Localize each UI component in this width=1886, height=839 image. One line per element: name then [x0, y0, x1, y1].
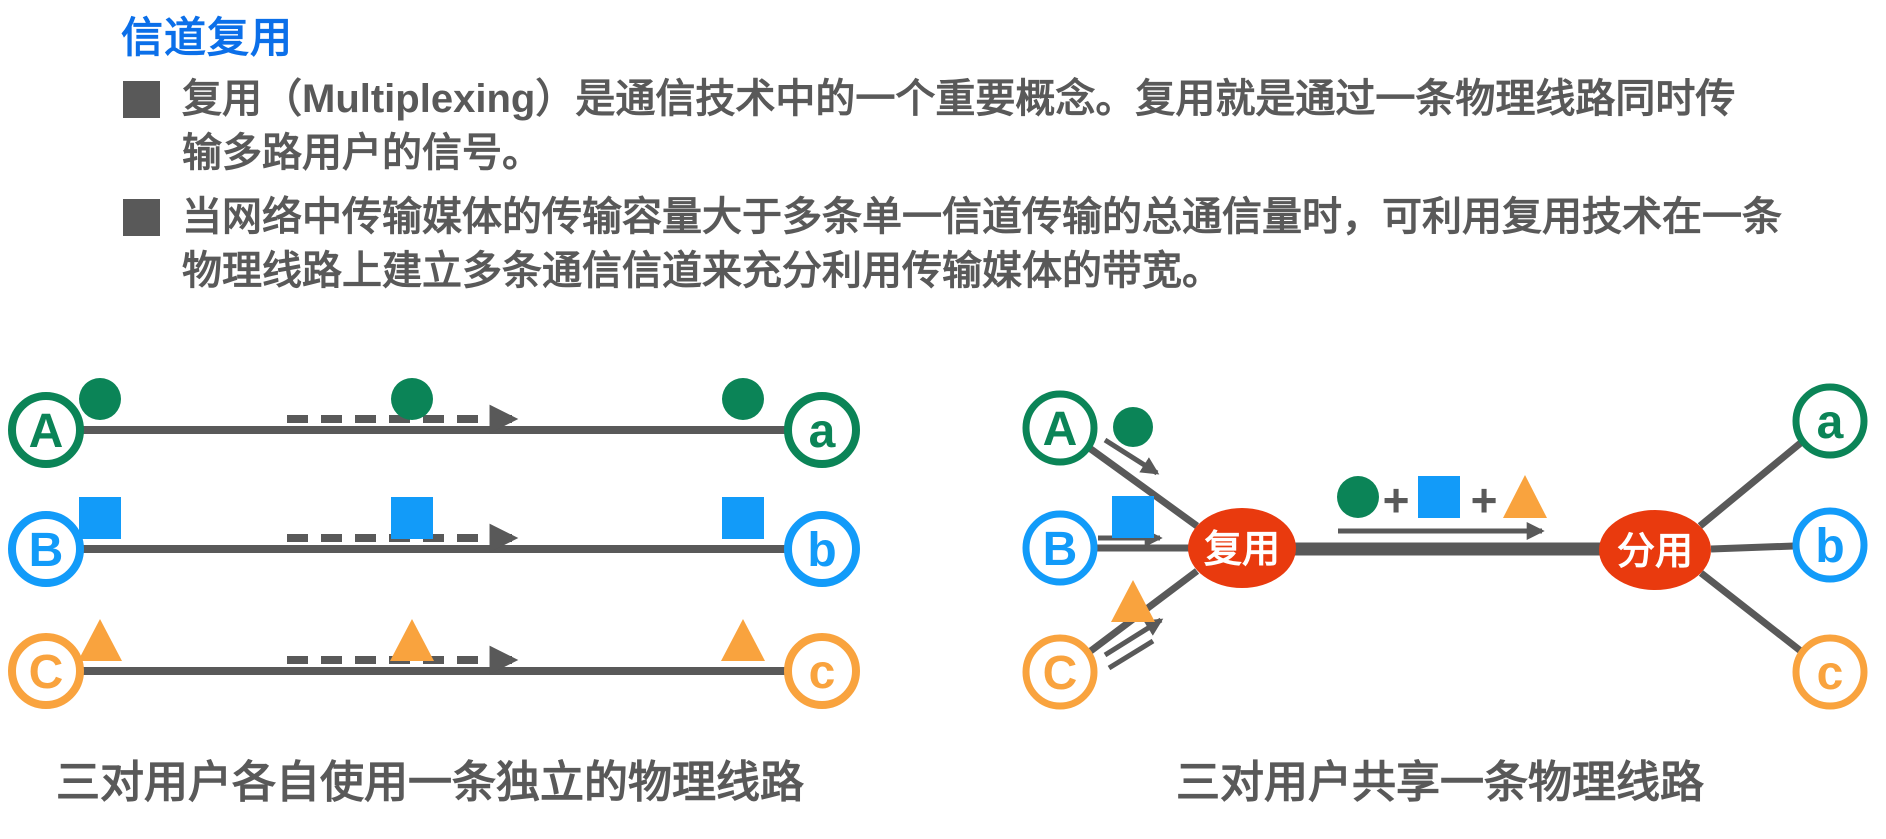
bullet-item: 复用（Multiplexing）是通信技术中的一个重要概念。复用就是通过一条物理… [123, 72, 1863, 180]
row-C: C c [8, 619, 860, 709]
arrow-icon [1103, 617, 1164, 658]
orange-triangle-icon [1503, 475, 1547, 518]
page-title: 信道复用 [121, 14, 294, 61]
bullet-text: 复用（Multiplexing）是通信技术中的一个重要概念。复用就是通过一条物理… [182, 77, 1736, 175]
blue-square-icon [1112, 496, 1154, 538]
link-demux-b [1710, 542, 1795, 553]
node-receiver-a [784, 392, 860, 468]
node-receiver-a [1792, 383, 1868, 459]
node-label: A [1043, 403, 1078, 456]
node-label: B [29, 524, 64, 577]
bullet-item: 当网络中传输媒体的传输容量大于多条单一信道传输的总通信量时，可利用复用技术在一条… [123, 190, 1863, 298]
independent-lines-diagram: A a B b C c [8, 378, 860, 709]
node-label: B [1043, 523, 1078, 576]
node-sender-B [8, 511, 84, 587]
node-label: a [1817, 396, 1844, 449]
green-circle-icon [391, 378, 433, 420]
square-bullet-icon [123, 199, 160, 236]
blue-square-icon [391, 497, 433, 539]
node-label: c [1817, 647, 1844, 700]
plus-sign: + [1383, 474, 1410, 526]
green-circle-icon [1113, 407, 1153, 447]
orange-triangle-icon [1111, 580, 1155, 622]
node-label: c [809, 646, 836, 699]
node-sender-B [1022, 510, 1098, 586]
mux-node [1188, 508, 1296, 588]
mux-label: 复用 [1204, 529, 1280, 571]
blue-square-icon [79, 497, 121, 539]
arrow-icon [1103, 437, 1160, 476]
green-circle-icon [722, 378, 764, 420]
node-label: A [29, 405, 64, 458]
link-demux-a [1697, 438, 1806, 529]
demux-label: 分用 [1617, 531, 1693, 573]
node-receiver-c [784, 633, 860, 709]
arrow-icon [1107, 638, 1155, 671]
bullet-text: 当网络中传输媒体的传输容量大于多条单一信道传输的总通信量时，可利用复用技术在一条… [182, 195, 1782, 293]
node-sender-C [1022, 634, 1098, 710]
row-A: A a [8, 378, 860, 468]
node-receiver-c [1792, 634, 1868, 710]
right-diagram-caption: 三对用户共享一条物理线路 [1176, 758, 1704, 807]
blue-square-icon [1418, 476, 1460, 518]
blue-square-icon [722, 497, 764, 539]
node-sender-C [8, 633, 84, 709]
node-sender-A [8, 392, 84, 468]
green-circle-icon [1337, 476, 1379, 518]
multiplexing-diagram: + + 复用 分用 A B C a b c [1022, 383, 1868, 710]
bullet-list: 复用（Multiplexing）是通信技术中的一个重要概念。复用就是通过一条物理… [123, 72, 1863, 308]
orange-triangle-icon [78, 619, 122, 661]
link-demux-c [1698, 570, 1805, 655]
node-sender-A [1022, 390, 1098, 466]
orange-triangle-icon [721, 619, 765, 661]
node-receiver-b [784, 511, 860, 587]
left-diagram-caption: 三对用户各自使用一条独立的物理线路 [56, 758, 804, 807]
orange-triangle-icon [390, 619, 434, 661]
combined-signal: + + [1337, 474, 1547, 526]
node-receiver-b [1792, 507, 1868, 583]
link-A-mux [1085, 444, 1200, 529]
node-label: C [1043, 647, 1078, 700]
demux-node [1599, 510, 1711, 590]
node-label: b [807, 524, 836, 577]
node-label: b [1815, 520, 1844, 573]
node-label: a [809, 405, 836, 458]
node-label: C [29, 646, 64, 699]
square-bullet-icon [123, 81, 160, 118]
plus-sign: + [1471, 474, 1498, 526]
row-B: B b [8, 497, 860, 587]
green-circle-icon [79, 378, 121, 420]
